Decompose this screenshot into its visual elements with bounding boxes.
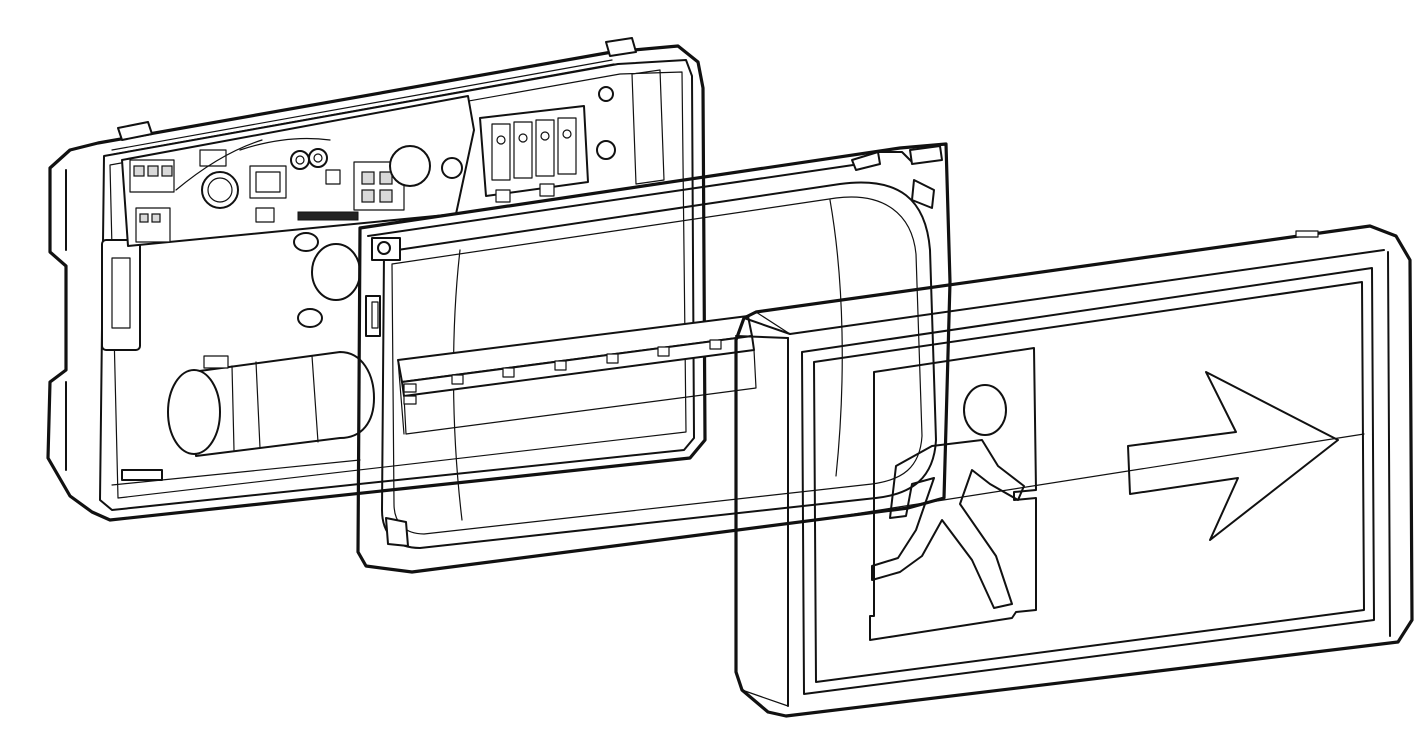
led-6 (709, 339, 722, 350)
rear-housing (46, 37, 707, 522)
circuit-board (121, 95, 475, 247)
top-clip-right (605, 37, 637, 57)
front-cover (734, 224, 1414, 718)
sign-window-outer (801, 267, 1375, 695)
side-bracket (101, 239, 141, 351)
reflector-tray (356, 142, 952, 574)
led-strip (397, 315, 757, 435)
led-2 (502, 367, 515, 378)
mains-terminal-strip (479, 105, 589, 203)
battery-pack (167, 351, 375, 457)
led-1 (451, 374, 464, 385)
top-slot (1295, 230, 1319, 238)
led-3 (554, 360, 567, 371)
led-4 (606, 353, 619, 364)
capacitor-large (201, 171, 239, 209)
top-clip-left (117, 121, 153, 141)
bottom-slot (121, 469, 163, 481)
right-arrow-icon (1127, 371, 1339, 541)
running-man-icon (869, 347, 1037, 641)
sign-window-inner (813, 281, 1365, 683)
led-5 (657, 346, 670, 357)
